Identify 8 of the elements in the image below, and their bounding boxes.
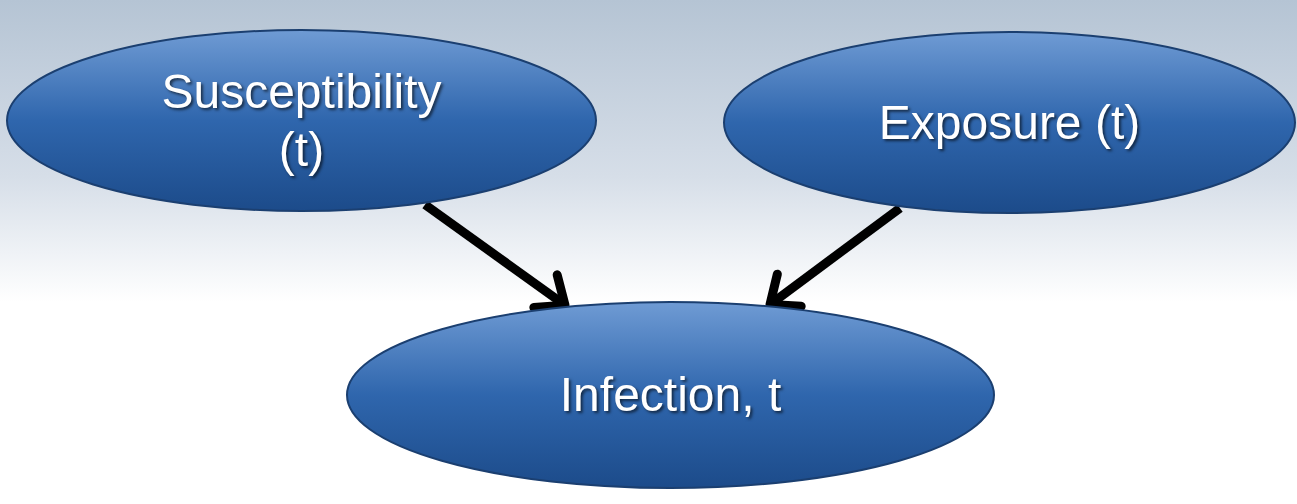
node-label: Infection, t [559, 367, 782, 424]
ellipse-node [345, 300, 996, 490]
arrow [765, 204, 903, 311]
ellipse-node [5, 28, 598, 213]
ellipse-node [722, 30, 1297, 215]
arrow [422, 200, 570, 312]
node-label: Exposure (t) [878, 94, 1141, 151]
node-label: Susceptibility (t) [160, 63, 443, 178]
